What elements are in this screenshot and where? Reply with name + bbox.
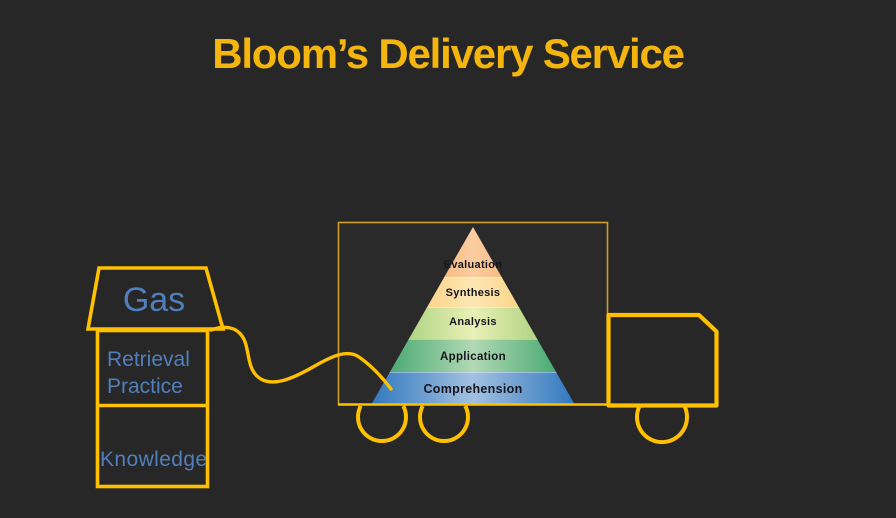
truck-cab	[606, 312, 719, 408]
trailer-wheel-right	[418, 405, 470, 443]
slide-title: Bloom’s Delivery Service	[212, 30, 685, 77]
pyramid-level-label-evaluation: Evaluation	[443, 259, 503, 271]
fuel-hose	[209, 325, 393, 391]
pyramid-band-comprehension	[371, 372, 575, 405]
pyramid-level-label-comprehension: Comprehension	[423, 382, 523, 396]
pump-lower-section-label: Knowledge	[100, 448, 208, 471]
gas-tank-label: Gas	[122, 281, 186, 319]
gas-pump-body	[95, 328, 210, 489]
pyramid-level-label-synthesis: Synthesis	[445, 287, 501, 299]
cab-wheel	[635, 405, 689, 445]
trailer-wheel-left	[356, 405, 408, 443]
pyramid-level-label-application: Application	[440, 351, 506, 363]
pyramid-level-label-analysis: Analysis	[449, 316, 497, 328]
pump-upper-section-label: Retrieval Practice	[107, 348, 190, 398]
